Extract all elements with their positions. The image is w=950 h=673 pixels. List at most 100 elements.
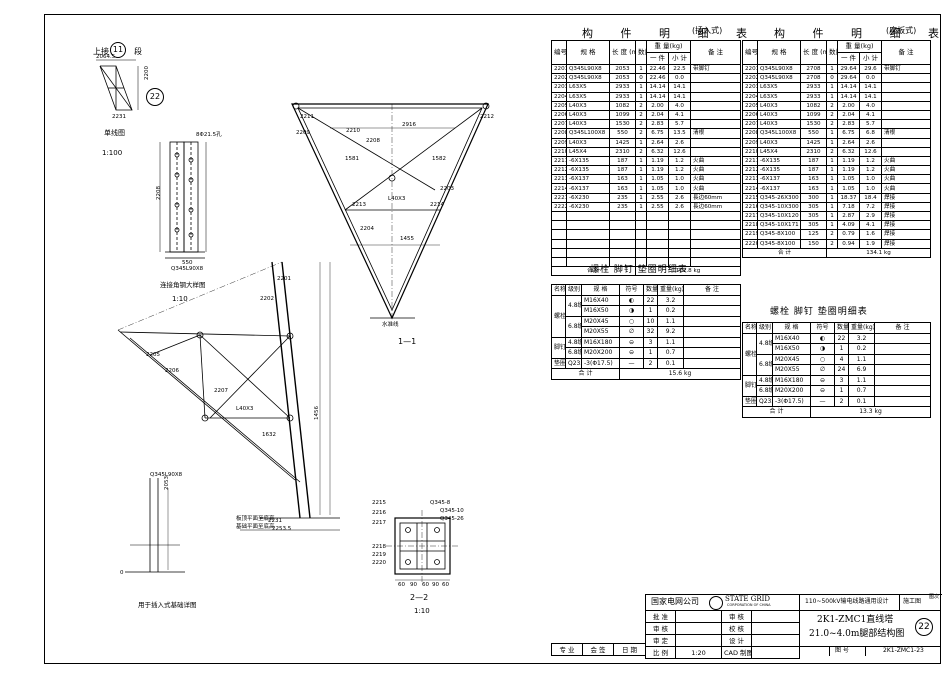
header-length: 长 度 (mm) — [609, 40, 636, 65]
connector-title: 连接角钢大样图 — [160, 281, 206, 289]
bolt-header-name: 名称 — [742, 322, 757, 334]
insert-detail-label: 2231 — [268, 518, 282, 524]
state-grid-logo-icon — [709, 596, 723, 610]
part-weight-each: 0.79 — [837, 229, 860, 240]
part-weight-each: 7.18 — [837, 201, 860, 213]
part-weight-each: 6.32 — [837, 146, 860, 157]
total-label: 合 计 — [742, 247, 827, 258]
sig-col-major: 专 业 — [551, 643, 583, 656]
part-weight-total: 2.6 — [668, 137, 691, 148]
part-id: 2209 — [742, 137, 758, 148]
part-id: 2216 — [742, 201, 758, 213]
part-id: 2210 — [551, 146, 567, 157]
bolt-remark — [874, 364, 931, 376]
part-remark: 清根 — [690, 128, 741, 139]
bolt-header-spec: 规 格 — [581, 284, 620, 296]
part-qty: 1 — [826, 137, 838, 148]
single-line-dim: 2064.5 — [96, 54, 116, 60]
part-qty: 1 — [635, 155, 647, 167]
bolt-row: 螺栓4.8级M16X40◐223.2 — [742, 332, 931, 376]
bolt-remark — [874, 374, 931, 386]
single-line-diagram — [96, 59, 139, 111]
bolt-spec: -3(Φ17.5) — [581, 357, 620, 369]
parts-table-baseplate: 编号规 格长 度 (mm)数量重 量(kg)备 注一 件小 计2201Q345L… — [742, 40, 931, 258]
part-length: 235 — [609, 192, 636, 203]
scale-value: 1:20 — [675, 646, 722, 659]
part-spec: L40X3 — [757, 109, 801, 121]
bolt-row: 垫圈Q235-3(Φ17.5)—20.1 — [742, 395, 931, 407]
bolt-group: 垫圈 — [551, 357, 566, 369]
part-remark: 焊接 — [881, 192, 931, 203]
part-weight-each: 29.64 — [837, 63, 860, 75]
bolt-grade: 6.8级 — [756, 385, 773, 397]
part-remark: 火曲 — [690, 183, 741, 194]
part-weight-total: 1.0 — [859, 183, 882, 194]
part-weight-each: 2.83 — [646, 119, 669, 130]
part-length: 2933 — [800, 82, 827, 93]
part-id: 2222 — [551, 201, 567, 213]
part-qty: 0 — [826, 73, 838, 84]
section-1-1-label: 2210 — [346, 128, 360, 134]
bolt-remark — [874, 332, 931, 344]
part-spec: L40X3 — [757, 100, 801, 111]
part-qty: 1 — [635, 201, 647, 213]
part-qty: 1 — [826, 155, 838, 167]
bolt-header-remark: 备 注 — [683, 284, 741, 296]
bolt-remark — [683, 294, 741, 306]
part-length: 2708 — [800, 73, 827, 84]
total-weight: 134.1 kg — [826, 247, 931, 258]
part-id: 2203 — [742, 82, 758, 93]
parts-right-title: 构 件 明 细 表 — [774, 27, 950, 40]
bolt-qty: 1 — [643, 347, 658, 359]
part-weight-total: 2.6 — [668, 201, 691, 213]
part-weight-total: 1.0 — [668, 174, 691, 185]
part-weight-each: 2.00 — [837, 100, 860, 111]
part-id: 2214 — [551, 183, 567, 194]
bolt-remark — [874, 385, 931, 397]
part-weight-total: 7.2 — [859, 201, 882, 213]
bolt-spec: M20X200 — [581, 347, 620, 359]
part-qty: 2 — [635, 100, 647, 111]
part-weight-total: 14.1 — [668, 82, 691, 93]
section-2-2-label: 2218 — [372, 544, 386, 550]
header-spec: 规 格 — [566, 40, 610, 65]
part-spec: Q345L90X8 — [566, 73, 610, 84]
part-length: 300 — [800, 192, 827, 203]
section-2-2-label: 2219 — [372, 552, 386, 558]
connector-label: 2208 — [156, 186, 162, 200]
part-qty: 1 — [635, 91, 647, 102]
part-qty: 1 — [826, 210, 838, 222]
bolt-weight: 1.1 — [657, 315, 684, 327]
part-spec: Q345L100X8 — [757, 128, 801, 139]
bolt-remark — [683, 357, 741, 369]
insert-detail-label: 0 — [120, 570, 124, 576]
part-weight-each: 1.19 — [646, 165, 669, 176]
bolt-grade: 6.8级 — [565, 347, 582, 359]
countersign-row: 专 业 会 签 日 期 — [551, 643, 646, 656]
part-remark: 火曲 — [881, 183, 931, 194]
part-qty: 1 — [826, 201, 838, 213]
part-spec: L40X3 — [757, 137, 801, 148]
bolt-weight: 9.2 — [657, 326, 684, 338]
part-id: 2207 — [551, 119, 567, 130]
bolt-qty: 32 — [643, 326, 658, 338]
part-spec: L40X3 — [757, 119, 801, 130]
part-spec: L63X5 — [757, 91, 801, 102]
part-weight-each: 2.83 — [837, 119, 860, 130]
part-spec: -6X230 — [566, 192, 610, 203]
insert-detail-label: 2202 — [260, 296, 274, 302]
sig-col-date: 日 期 — [613, 643, 646, 656]
bolt-grade: 6.8级 — [565, 315, 582, 338]
part-remark: 火曲 — [690, 155, 741, 167]
part-remark: 火曲 — [881, 174, 931, 185]
part-length: 1425 — [609, 137, 636, 148]
